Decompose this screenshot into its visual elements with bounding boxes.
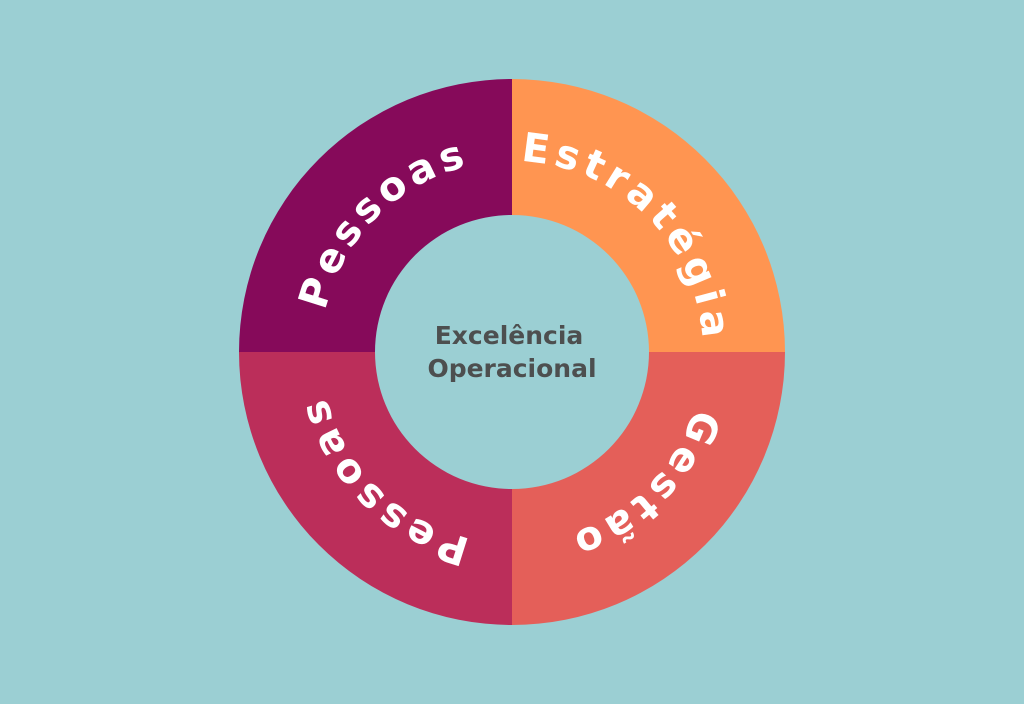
- segment-pessoas-bottom: [239, 352, 512, 625]
- segment-pessoas-top: [239, 79, 512, 352]
- segment-estrategia: [512, 79, 785, 352]
- center-title-line2: Operacional: [427, 354, 596, 383]
- segment-gestao: [512, 352, 785, 625]
- center-title-line1: Excelência: [435, 321, 584, 350]
